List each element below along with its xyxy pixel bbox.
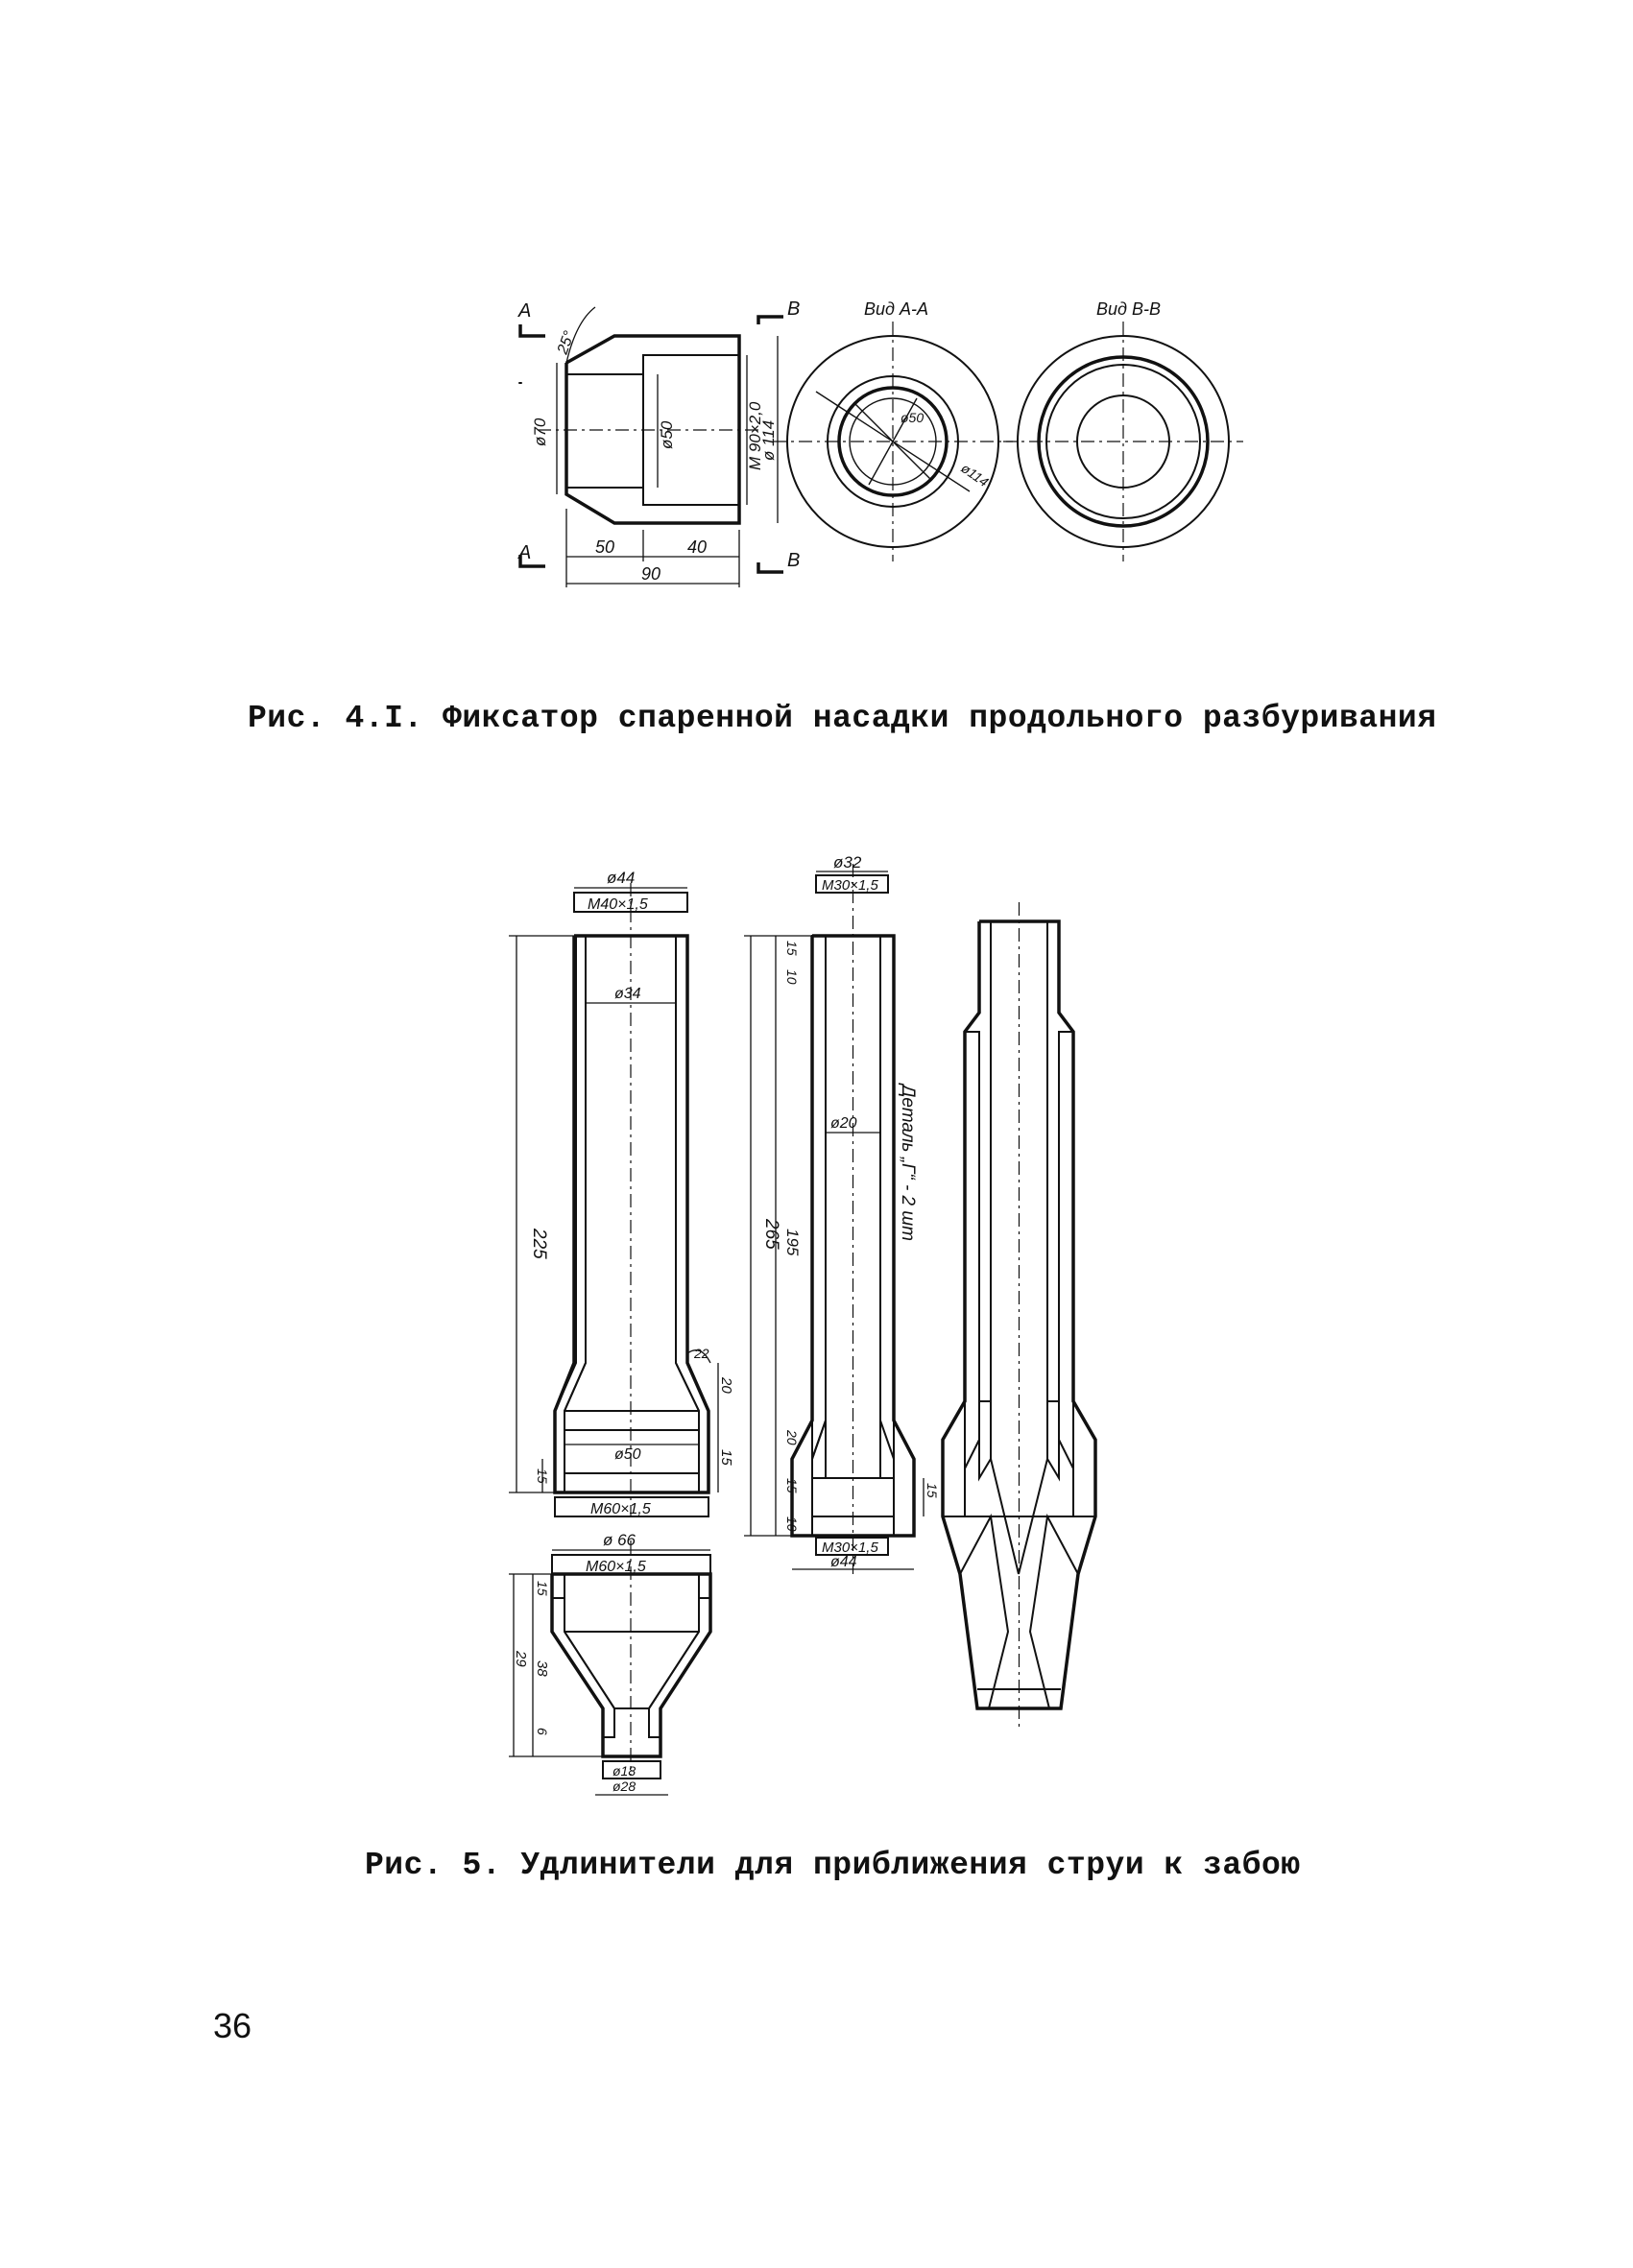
svg-text:265: 265 <box>761 1218 781 1250</box>
svg-text:15: 15 <box>925 1483 940 1498</box>
section-mark-a-bottom: А <box>517 382 545 568</box>
svg-text:195: 195 <box>783 1229 802 1256</box>
svg-text:225: 225 <box>529 1228 549 1259</box>
svg-text:ø114: ø114 <box>958 460 992 489</box>
svg-text:15: 15 <box>535 1581 550 1596</box>
svg-text:10: 10 <box>784 1516 800 1532</box>
view-b-b: Вид В-В <box>1003 299 1243 561</box>
figure-5-caption: Рис. 5. Удлинители для приближения струи… <box>365 1848 1301 1883</box>
svg-text:ø50: ø50 <box>658 420 676 449</box>
svg-text:Вид В-В: Вид В-В <box>1096 299 1161 319</box>
extender-part-1: ø44 М40×1,5 ø34 225 ø50 15 20 15 22 М60×… <box>509 869 734 1517</box>
svg-text:ø 114: ø 114 <box>759 420 778 461</box>
svg-text:А: А <box>517 542 531 563</box>
svg-text:А: А <box>517 300 531 322</box>
svg-text:20: 20 <box>784 1429 800 1445</box>
svg-text:ø32: ø32 <box>833 853 862 871</box>
svg-text:90: 90 <box>641 564 660 584</box>
fixator-dimensions: ø70 ø50 М 90×2,0 ø 114 25° 50 40 90 <box>531 306 779 587</box>
svg-text:20: 20 <box>718 1376 734 1394</box>
svg-text:ø18: ø18 <box>612 1763 636 1779</box>
svg-text:15: 15 <box>784 941 800 956</box>
figure-5-drawing: ø44 М40×1,5 ø34 225 ø50 15 20 15 22 М60×… <box>509 853 1097 1796</box>
svg-text:ø44: ø44 <box>607 869 635 887</box>
svg-text:6: 6 <box>535 1728 550 1735</box>
section-mark-b-bottom: В <box>756 550 800 574</box>
svg-text:40: 40 <box>687 537 707 557</box>
svg-text:Вид А-А: Вид А-А <box>864 299 928 319</box>
svg-text:15: 15 <box>784 1478 800 1493</box>
svg-text:ø 66: ø 66 <box>603 1531 636 1549</box>
section-mark-a-top: А <box>517 300 545 338</box>
svg-text:15: 15 <box>535 1468 550 1484</box>
svg-text:М30×1,5: М30×1,5 <box>822 877 878 894</box>
svg-text:29: 29 <box>513 1650 529 1667</box>
svg-text:25°: 25° <box>554 328 578 357</box>
svg-text:В: В <box>787 298 800 320</box>
svg-text:ø44: ø44 <box>830 1554 857 1570</box>
svg-text:ø20: ø20 <box>830 1115 857 1132</box>
svg-text:М 90×2,0: М 90×2,0 <box>746 401 764 470</box>
svg-text:10: 10 <box>784 969 800 985</box>
figure-4-1-drawing: А А В В ø70 ø50 М 90×2,0 ø 114 <box>517 298 1243 587</box>
extender-assembly <box>941 902 1097 1728</box>
svg-text:М60×1,5: М60×1,5 <box>590 1501 651 1517</box>
view-a-a: Вид А-А ø50 ø114 <box>773 299 1013 561</box>
svg-text:38: 38 <box>534 1660 550 1677</box>
extender-part-3-detail-g: ø32 М30×1,5 ø20 265 195 15 10 20 15 10 1… <box>744 853 940 1574</box>
figure-4-1-caption: Рис. 4.I. Фиксатор спаренной насадки про… <box>248 701 1437 736</box>
fixator-section <box>538 334 763 525</box>
svg-text:Деталь „Г“ - 2 шт: Деталь „Г“ - 2 шт <box>898 1083 918 1241</box>
page-number: 36 <box>213 2006 252 2045</box>
svg-text:50: 50 <box>595 537 614 557</box>
svg-text:ø50: ø50 <box>614 1446 641 1463</box>
section-mark-b-top: В <box>756 298 800 324</box>
svg-text:М40×1,5: М40×1,5 <box>588 896 648 913</box>
svg-text:ø34: ø34 <box>614 986 641 1002</box>
extender-part-2: ø 66 М60×1,5 15 29 38 6 ø18 ø28 <box>509 1531 712 1796</box>
svg-text:15: 15 <box>718 1449 734 1466</box>
svg-text:ø28: ø28 <box>612 1779 636 1794</box>
svg-text:ø70: ø70 <box>531 418 549 446</box>
svg-text:ø50: ø50 <box>901 410 924 425</box>
svg-text:22: 22 <box>693 1346 709 1361</box>
svg-text:В: В <box>787 550 800 571</box>
svg-text:М30×1,5: М30×1,5 <box>822 1540 878 1556</box>
